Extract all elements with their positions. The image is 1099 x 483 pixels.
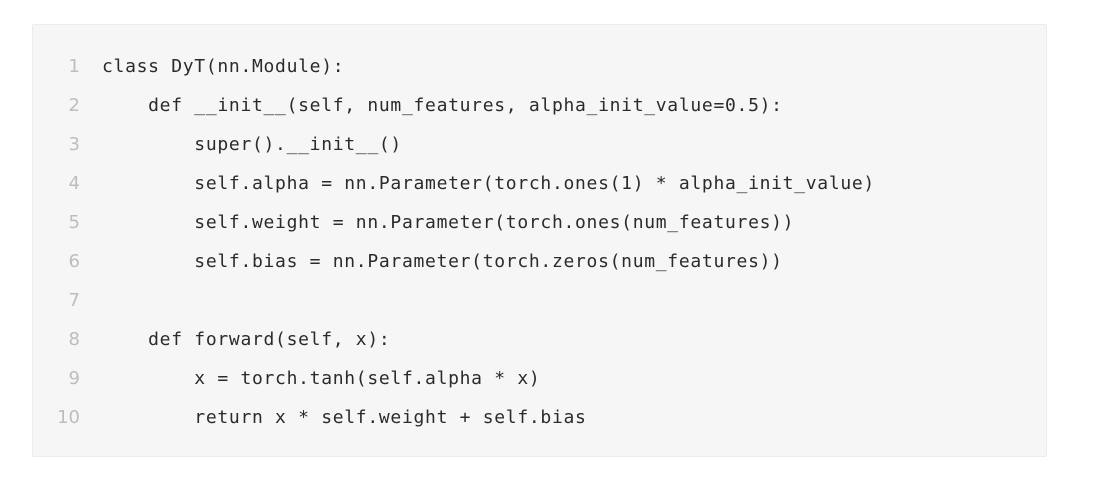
line-number: 6 [68,251,80,272]
line-number: 5 [68,212,80,233]
code-line: 7 [33,281,1046,320]
line-code[interactable]: class DyT(nn.Module): [102,56,345,77]
line-number: 1 [68,56,80,77]
code-line: 10 return x * self.weight + self.bias [33,398,1046,437]
line-number: 9 [68,368,80,389]
line-code[interactable]: x = torch.tanh(self.alpha * x) [102,368,541,389]
line-code[interactable]: super().__init__() [102,134,402,155]
line-number: 4 [68,173,80,194]
line-number: 7 [68,290,80,311]
code-line: 5 self.weight = nn.Parameter(torch.ones(… [33,203,1046,242]
code-lines: 1 class DyT(nn.Module): 2 def __init__(s… [33,47,1046,437]
line-number: 10 [57,407,80,428]
line-code[interactable]: self.weight = nn.Parameter(torch.ones(nu… [102,212,795,233]
code-line: 6 self.bias = nn.Parameter(torch.zeros(n… [33,242,1046,281]
line-number: 3 [68,134,80,155]
line-code[interactable]: def forward(self, x): [102,329,391,350]
code-line: 9 x = torch.tanh(self.alpha * x) [33,359,1046,398]
line-code[interactable]: self.alpha = nn.Parameter(torch.ones(1) … [102,173,875,194]
code-line: 1 class DyT(nn.Module): [33,47,1046,86]
code-line: 4 self.alpha = nn.Parameter(torch.ones(1… [33,164,1046,203]
code-line: 3 super().__init__() [33,125,1046,164]
line-code[interactable]: def __init__(self, num_features, alpha_i… [102,95,783,116]
line-code[interactable]: self.bias = nn.Parameter(torch.zeros(num… [102,251,783,272]
line-code[interactable]: return x * self.weight + self.bias [102,407,587,428]
line-number: 8 [68,329,80,350]
line-number: 2 [68,95,80,116]
code-line: 2 def __init__(self, num_features, alpha… [33,86,1046,125]
code-block: 1 class DyT(nn.Module): 2 def __init__(s… [32,24,1047,457]
code-line: 8 def forward(self, x): [33,320,1046,359]
